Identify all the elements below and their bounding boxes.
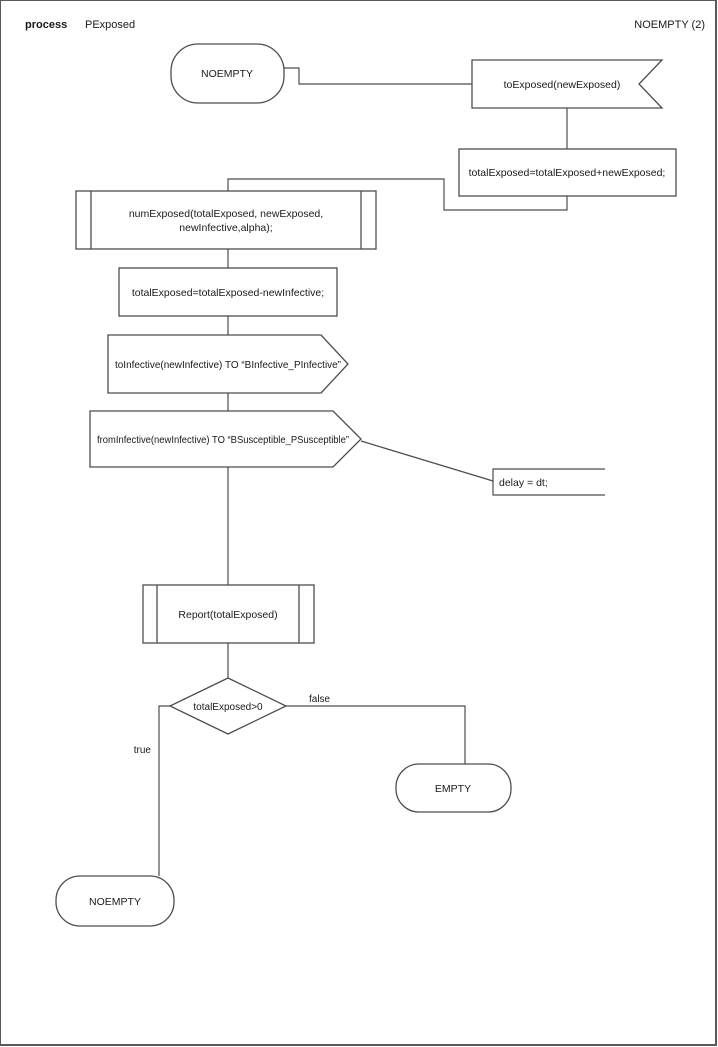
connector-output2-to-delay-comment [360,440,494,482]
branch-label-false: false [309,694,331,705]
comment-label: delay = dt; [499,477,548,489]
decision-label: totalExposed>0 [193,702,263,713]
output-signal-label: fromInfective(newInfective) TO “BSuscept… [97,434,349,446]
task-label: totalExposed=totalExposed-newInfective; [132,287,324,299]
procedure-label: Report(totalExposed) [178,609,277,621]
page-state-reference: NOEMPTY (2) [634,19,705,31]
decision-symbol-totalexposed[interactable]: totalExposed>0 [168,677,288,735]
state-symbol-noempty-bottom[interactable]: NOEMPTY [55,875,175,927]
state-symbol-start-noempty[interactable]: NOEMPTY [170,43,285,104]
branch-label-true: true [134,745,152,756]
process-kind-label: process [25,19,67,31]
task-symbol-add-exposed[interactable]: totalExposed=totalExposed+newExposed; [458,148,677,197]
procedure-label-line2: newInfective,alpha); [179,222,272,234]
state-symbol-empty[interactable]: EMPTY [395,763,512,813]
output-symbol-toinfective[interactable]: toInfective(newInfective) TO “BInfective… [107,334,349,394]
connector-task-add-to-proc [227,178,568,211]
state-label: EMPTY [435,783,471,795]
connectors [158,67,568,876]
page-header: process PExposed NOEMPTY (2) [25,19,705,31]
comment-symbol-delay[interactable]: delay = dt; [492,468,605,496]
output-signal-label: toInfective(newInfective) TO “BInfective… [115,359,341,371]
connector-false-branch [286,705,466,764]
procedure-symbol-report[interactable]: Report(totalExposed) [142,584,315,644]
state-label: NOEMPTY [89,896,141,908]
connector-start-to-input [284,67,472,85]
procedure-symbol-numexposed[interactable]: numExposed(totalExposed, newExposed, new… [75,190,377,250]
state-label: NOEMPTY [201,68,253,80]
procedure-label-line1: numExposed(totalExposed, newExposed, [129,208,323,220]
output-symbol-frominfective[interactable]: fromInfective(newInfective) TO “BSuscept… [89,410,362,468]
input-signal-label: toExposed(newExposed) [504,79,621,91]
task-label: totalExposed=totalExposed+newExposed; [469,167,666,179]
connector-true-branch [158,705,170,876]
process-name: PExposed [85,19,135,31]
task-symbol-subtract-infective[interactable]: totalExposed=totalExposed-newInfective; [118,267,338,317]
input-symbol-toexposed[interactable]: toExposed(newExposed) [471,59,664,109]
